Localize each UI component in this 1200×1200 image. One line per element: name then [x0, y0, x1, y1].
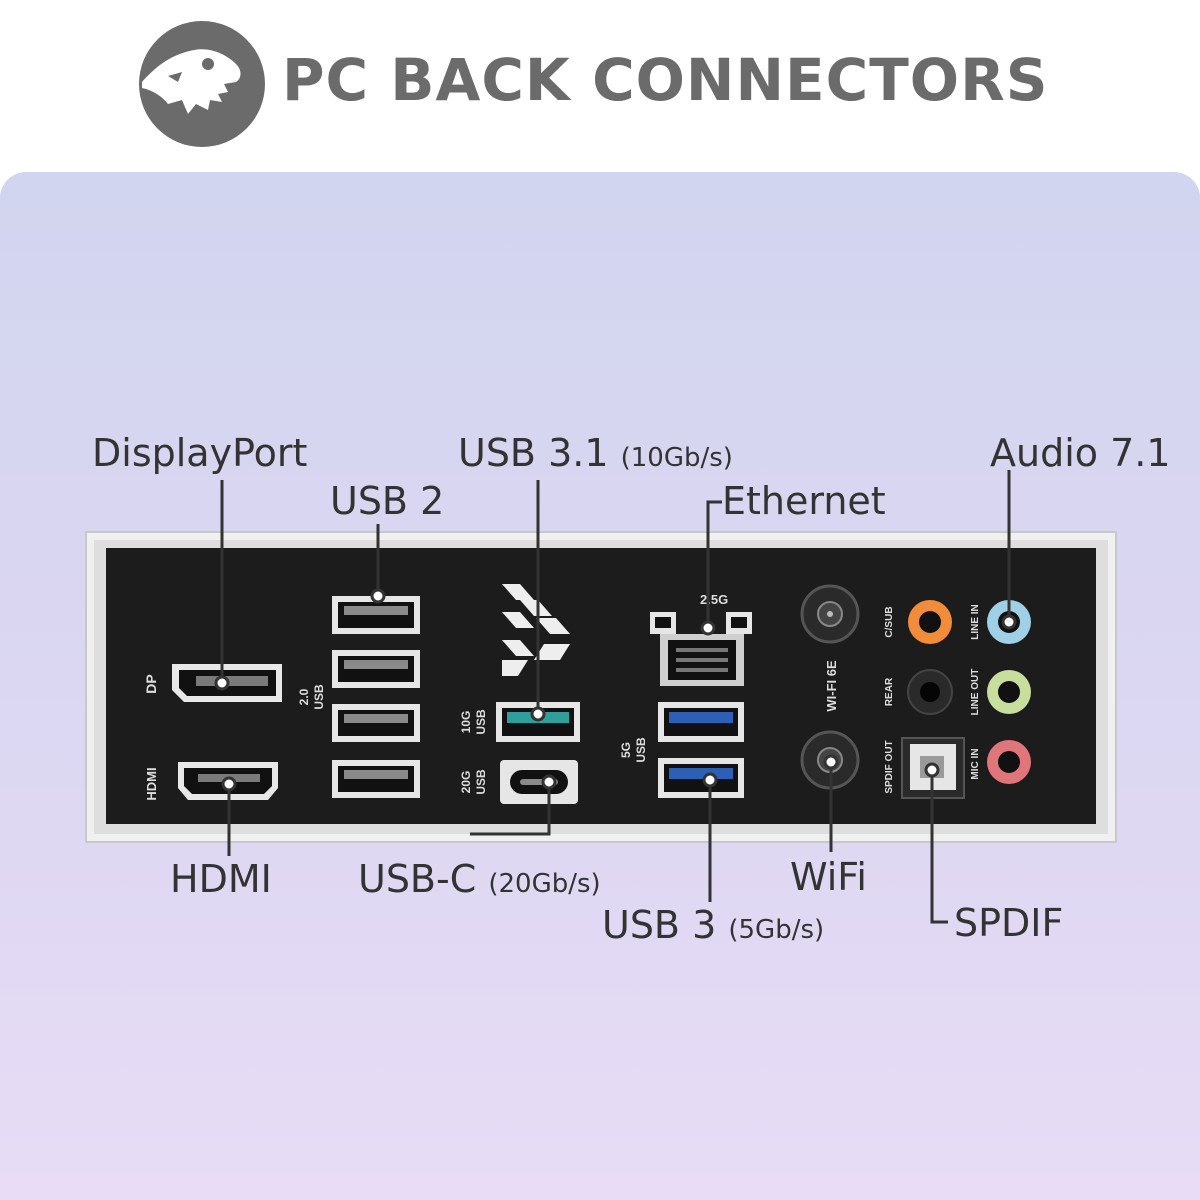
displayport-label: DisplayPort: [92, 431, 308, 475]
audio-label: Audio 7.1: [990, 431, 1171, 475]
usb31-label: USB 3.1 (10Gb/s): [458, 430, 733, 481]
dp-print: DP: [143, 674, 159, 693]
dinosaur-skull-logo: [139, 21, 265, 147]
rear-print: REAR: [884, 677, 895, 706]
tuf-logo: [502, 584, 570, 676]
usbc-label: USB-C (20Gb/s): [358, 856, 601, 907]
usb20-print-1: 2.0: [297, 688, 311, 705]
usb20g-print-2: USB: [474, 769, 488, 795]
ethernet-port: 2.5G: [650, 592, 752, 686]
csub-print: C/SUB: [884, 606, 895, 637]
usb2-label: USB 2: [330, 479, 445, 523]
usb20g-print-1: 20G: [459, 771, 473, 794]
usb5g-print-2: USB: [634, 737, 648, 763]
usb3-label: USB 3 (5Gb/s): [602, 902, 824, 953]
usb5g-print-1: 5G: [619, 742, 633, 758]
usb31-label-speed: (10Gb/s): [620, 443, 733, 473]
usb31-label-main: USB 3.1: [458, 431, 609, 475]
lan-print: 2.5G: [700, 592, 728, 607]
spdif-label: SPDIF: [954, 901, 1064, 945]
usb10g-print-1: 10G: [459, 711, 473, 734]
hdmi-print: HDMI: [144, 767, 159, 800]
usb2-ports: [332, 596, 420, 798]
usbc-label-speed: (20Gb/s): [488, 869, 601, 899]
usb3-ports: [658, 702, 744, 798]
hdmi-label: HDMI: [170, 857, 272, 901]
ethernet-label: Ethernet: [722, 479, 886, 523]
wifi6e-print: WI-FI 6E: [824, 660, 839, 712]
header: PC BACK CONNECTORS: [0, 0, 1200, 170]
usb3-label-speed: (5Gb/s): [728, 915, 825, 945]
spdif-out-print: SPDIF OUT: [884, 740, 895, 793]
usbc-label-main: USB-C: [358, 857, 477, 901]
mic-in-print: MIC IN: [970, 748, 981, 779]
wifi-label: WiFi: [790, 855, 867, 899]
usb10g-print-2: USB: [474, 709, 488, 735]
page-title: PC BACK CONNECTORS: [282, 46, 1049, 114]
usb-c-port: [500, 760, 578, 804]
usb20-print-2: USB: [312, 684, 326, 710]
line-out-print: LINE OUT: [970, 669, 981, 716]
usb3-label-main: USB 3: [602, 903, 717, 947]
line-in-print: LINE IN: [970, 604, 981, 640]
callout-lines: [214, 470, 1017, 924]
